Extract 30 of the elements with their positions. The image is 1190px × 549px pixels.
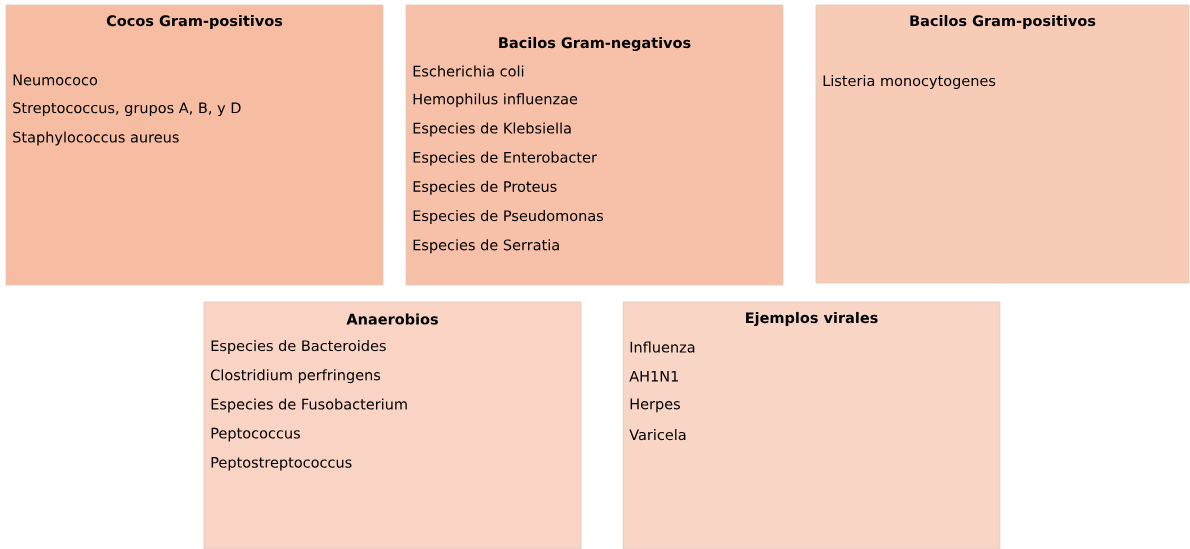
list-item: Streptococcus, grupos A, B, y D — [13, 102, 241, 117]
heading: Ejemplos virales — [746, 311, 878, 327]
list-item: Especies de Bacteroides — [211, 340, 386, 354]
list-item: Peptococcus — [211, 427, 300, 442]
list-item: Especies de Klebsiella — [413, 122, 571, 137]
category-box — [203, 301, 582, 549]
heading: Anaerobios — [346, 313, 438, 325]
list-item: Escherichia coli — [413, 65, 524, 77]
list-item: Peptostreptococcus — [211, 457, 352, 471]
heading: Bacilos Gram-positivos — [910, 15, 1096, 29]
category-box — [622, 301, 1001, 549]
category-box — [405, 4, 784, 286]
list-item: Influenza — [630, 341, 695, 353]
list-item: Neumococo — [13, 74, 98, 86]
list-item: Especies de Fusobacterium — [211, 398, 407, 413]
heading: Cocos Gram-positivos — [106, 15, 283, 29]
list-item: Hemophilus influenzae — [413, 93, 578, 108]
list-item: AH1N1 — [629, 370, 678, 382]
list-item: Varicela — [629, 429, 686, 441]
list-item: Especies de Enterobacter — [413, 151, 597, 166]
list-item: Clostridium perfringens — [211, 369, 381, 384]
list-item: Especies de Serratia — [413, 239, 559, 254]
category-box — [5, 4, 384, 286]
heading: Bacilos Gram-negativos — [499, 36, 691, 52]
list-item: Herpes — [630, 398, 680, 413]
list-item: Especies de Proteus — [413, 180, 557, 195]
category-box — [815, 4, 1190, 284]
list-item: Staphylococcus aureus — [13, 131, 179, 146]
list-item: Especies de Pseudomonas — [413, 210, 604, 224]
list-item: Listeria monocytogenes — [823, 75, 996, 89]
